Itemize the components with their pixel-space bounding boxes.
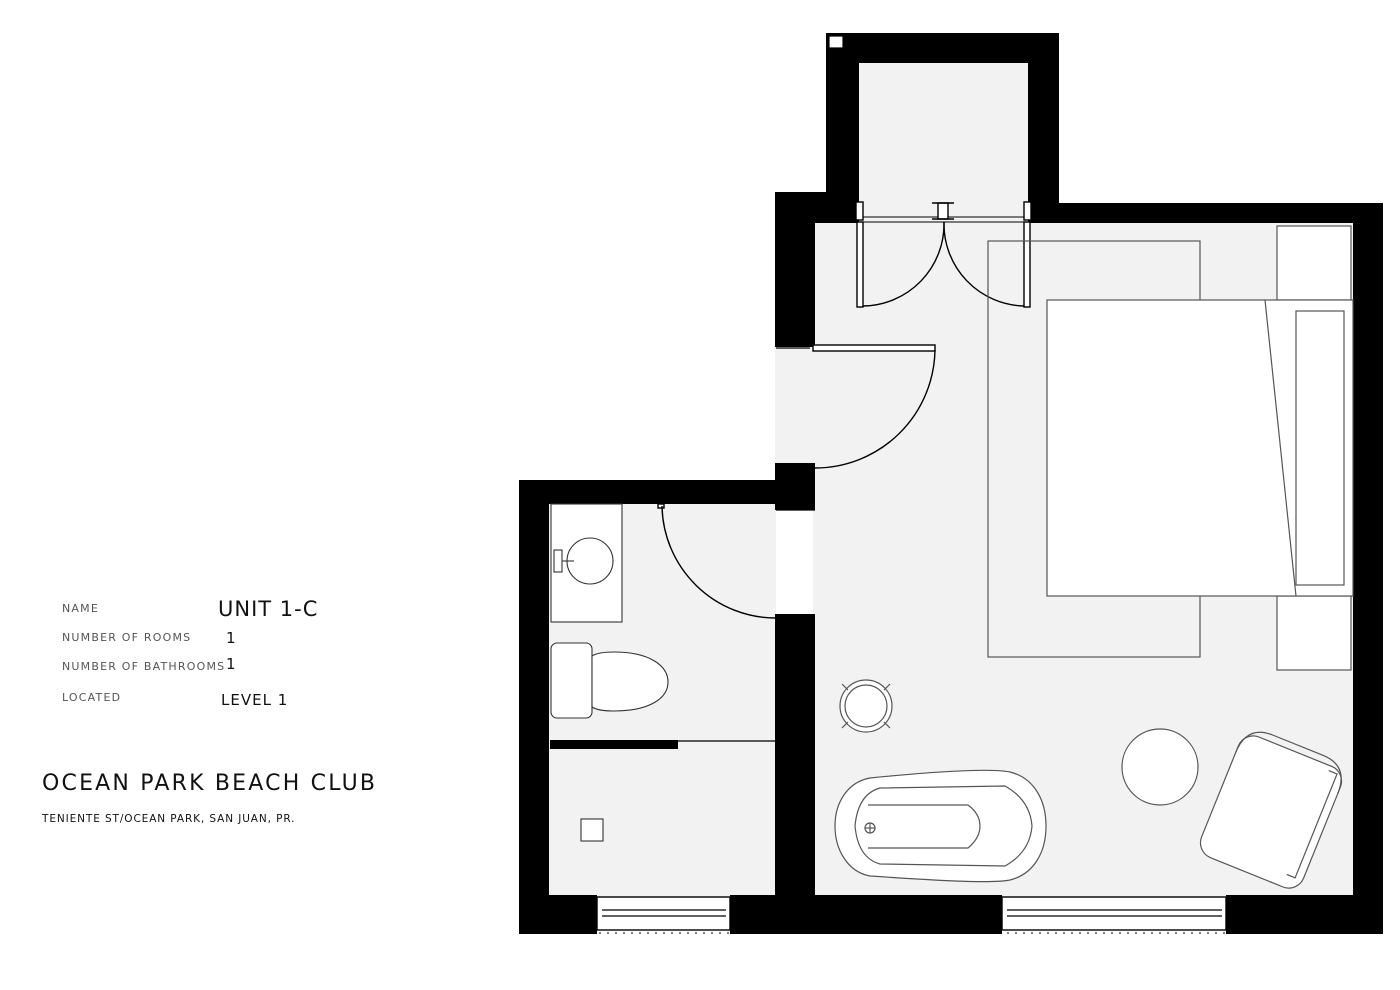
wall-bottom-3 — [1226, 895, 1383, 934]
rooms-value: 1 — [226, 629, 236, 647]
project-address: TENIENTE ST/OCEAN PARK, SAN JUAN, PR. — [42, 813, 296, 825]
bedroom-furniture — [834, 225, 1354, 889]
column-mark — [828, 35, 844, 49]
door-jamb-left — [855, 201, 864, 221]
pillow — [1295, 310, 1345, 586]
toilet-bowl — [591, 651, 669, 712]
walls — [519, 33, 1383, 934]
windows — [519, 896, 1383, 934]
located-value: LEVEL 1 — [221, 691, 289, 709]
entry-door-leaf — [812, 344, 936, 352]
doors — [657, 201, 1032, 619]
wall-main-top — [1028, 203, 1383, 223]
nightstand-top — [1276, 225, 1352, 301]
wall-balcony-top — [826, 33, 1059, 63]
faucet — [553, 549, 563, 573]
wall-balcony-right — [1028, 33, 1059, 223]
door-swing-right — [943, 221, 1025, 307]
door-swing-left — [862, 221, 945, 307]
name-value: UNIT 1-C — [218, 597, 319, 621]
armchair — [1199, 731, 1343, 889]
wall-shower-partition — [550, 740, 678, 749]
wall-left-upper — [775, 192, 815, 347]
bathrooms-label: NUMBER OF BATHROOMS — [62, 660, 226, 673]
entry-door-swing — [814, 349, 936, 469]
bathroom-door-swing — [661, 505, 777, 619]
bathrooms-value: 1 — [226, 655, 236, 673]
door-leaf-right — [1023, 221, 1031, 308]
door-leaf-left — [856, 221, 864, 308]
wall-bath-left — [519, 480, 549, 934]
wall-balcony-left — [826, 33, 859, 223]
bathroom-fixtures — [550, 503, 669, 842]
wall-bath-top — [519, 480, 814, 504]
round-table — [1121, 728, 1199, 806]
door-jamb-right — [1023, 201, 1032, 221]
wall-main-right — [1353, 203, 1383, 933]
name-label: NAME — [62, 602, 99, 615]
wall-bottom-1 — [519, 895, 597, 934]
rooms-label: NUMBER OF ROOMS — [62, 631, 192, 644]
project-title: OCEAN PARK BEACH CLUB — [42, 771, 378, 796]
door-handle — [937, 202, 949, 220]
wall-bottom-2 — [730, 895, 1002, 934]
unit-info-panel: NAME UNIT 1-C NUMBER OF ROOMS 1 NUMBER O… — [0, 0, 500, 990]
bathtub — [834, 769, 1047, 883]
nightstand-bottom — [1276, 595, 1352, 671]
bed-blanket-fold — [1264, 299, 1297, 597]
wall-bath-divider — [775, 614, 815, 934]
side-table — [839, 679, 893, 733]
toilet-tank — [550, 642, 593, 719]
window-main — [1001, 896, 1227, 931]
located-label: LOCATED — [62, 691, 122, 704]
window-bathroom — [596, 896, 731, 931]
shower-drain — [580, 818, 604, 842]
